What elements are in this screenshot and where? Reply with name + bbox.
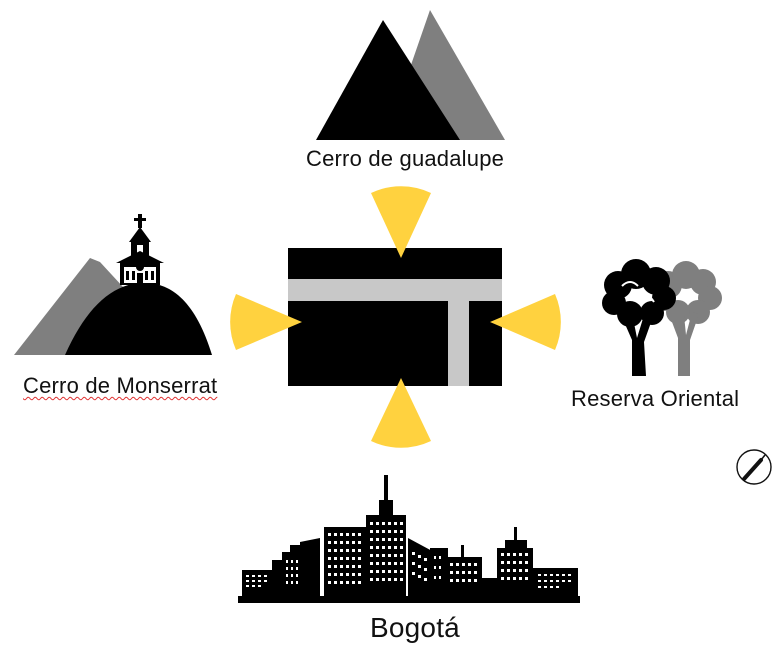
chapel-icon [116, 214, 164, 285]
mountain-icon [316, 10, 505, 140]
label-bogota: Bogotá [370, 612, 460, 643]
tree-icon [602, 259, 722, 376]
label-cerro-de-monserrat-text: Cerro de Monserrat [23, 373, 218, 398]
label-cerro-de-guadalupe: Cerro de guadalupe [306, 146, 505, 171]
cursor-tool-icon[interactable] [734, 446, 773, 492]
label-cerro-de-monserrat: Cerro de Monserrat [23, 373, 217, 399]
road-map-block-icon [288, 248, 502, 386]
city-skyline-icon [238, 475, 580, 603]
direction-wedges [230, 186, 561, 448]
label-reserva-oriental: Reserva Oriental [571, 386, 740, 411]
mountain-icon [14, 258, 212, 355]
